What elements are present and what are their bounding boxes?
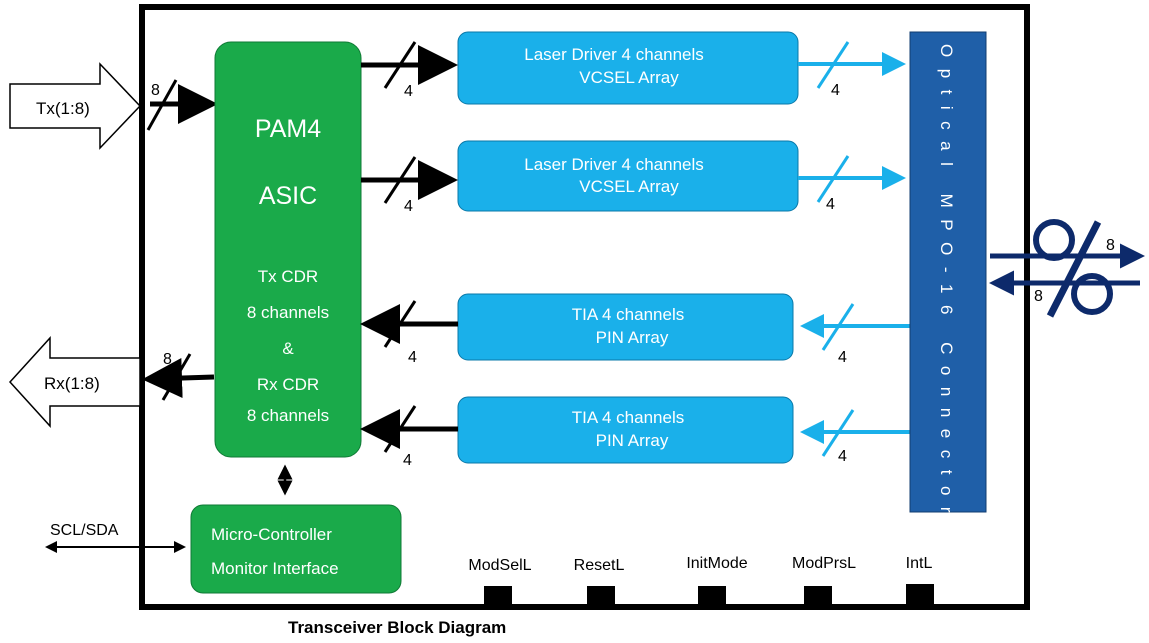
laser-driver-2-line1: Laser Driver 4 channels — [524, 155, 704, 174]
tia-2-line1: TIA 4 channels — [572, 408, 684, 427]
rx-output-slash — [161, 353, 192, 401]
fiber-loop-bottom — [1071, 273, 1113, 315]
laser-1-to-connector-slash — [816, 41, 850, 89]
asic-detail-1: Tx CDR — [258, 267, 318, 286]
tia-1-line2: PIN Array — [596, 328, 669, 347]
connector-to-tia-1-slash — [821, 303, 855, 351]
tia-2-to-asic-slash — [383, 405, 417, 453]
pin-initmode — [698, 586, 726, 606]
asic-subtitle: ASIC — [259, 182, 317, 210]
asic-detail-2: 8 channels — [247, 303, 329, 322]
laser-driver-1-line2: VCSEL Array — [579, 68, 679, 87]
fiber-icon: 8 8 — [989, 219, 1145, 318]
pin-label-intl: IntL — [906, 555, 933, 572]
laser-driver-block-1: Laser Driver 4 channels VCSEL Array — [457, 31, 799, 105]
pin-intl — [906, 584, 934, 606]
asic-to-laser-2-slash — [383, 156, 417, 204]
tx-input-slash — [146, 79, 178, 131]
asic-to-laser-1-slash — [383, 41, 417, 89]
tx-input-lanes: 8 — [151, 82, 160, 99]
connector-label: Optical MPO-16 Connector — [937, 44, 956, 524]
pin-label-modprsl: ModPrsL — [792, 555, 856, 572]
i2c-label: SCL/SDA — [50, 522, 119, 539]
pin-modprsl — [804, 586, 832, 606]
tia-block-2: TIA 4 channels PIN Array — [457, 396, 794, 464]
fiber-loop-top — [1033, 219, 1075, 261]
laser-2-to-connector-lanes: 4 — [826, 196, 835, 213]
pin-label-resetl: ResetL — [574, 557, 625, 574]
micro-line2: Monitor Interface — [211, 559, 339, 578]
laser-driver-block-2: Laser Driver 4 channels VCSEL Array — [457, 140, 799, 212]
asic-to-laser-1-lanes: 4 — [404, 83, 413, 100]
fiber-in-lanes: 8 — [1034, 288, 1043, 305]
pin-label-initmode: InitMode — [686, 555, 747, 572]
laser-2-to-connector-slash — [816, 155, 850, 203]
rx-output-lanes: 8 — [163, 351, 172, 368]
tia-1-to-asic-slash — [383, 300, 417, 348]
asic-detail-4: Rx CDR — [257, 375, 319, 394]
micro-line1: Micro-Controller — [211, 525, 332, 544]
asic-block: PAM4 ASIC Tx CDR 8 channels & Rx CDR 8 c… — [214, 41, 362, 458]
laser-driver-2-line2: VCSEL Array — [579, 177, 679, 196]
connector-to-tia-2-lanes: 4 — [838, 448, 847, 465]
rx-output-bus — [142, 358, 215, 399]
asic-detail-5: 8 channels — [247, 406, 329, 425]
diagram-caption: Transceiver Block Diagram — [288, 618, 506, 637]
asic-title: PAM4 — [255, 115, 321, 143]
connector-to-tia-2-slash — [821, 409, 855, 457]
micro-controller-block: Micro-Controller Monitor Interface — [190, 504, 402, 594]
optical-connector: Optical MPO-16 Connector — [909, 31, 987, 524]
tia-2-to-asic-lanes: 4 — [403, 452, 412, 469]
fiber-out-lanes: 8 — [1106, 237, 1115, 254]
pin-label-modsell: ModSelL — [468, 557, 531, 574]
fiber-slash — [1046, 220, 1102, 318]
tia-block-1: TIA 4 channels PIN Array — [457, 293, 794, 361]
module-outline — [139, 4, 1030, 610]
pin-modsell — [484, 586, 512, 606]
tia-1-to-asic-lanes: 4 — [408, 349, 417, 366]
connector-to-tia-1-lanes: 4 — [838, 349, 847, 366]
pin-resetl — [587, 586, 615, 606]
laser-1-to-connector-lanes: 4 — [831, 82, 840, 99]
tia-2-line2: PIN Array — [596, 431, 669, 450]
rx-output-arrow: Rx(1:8) — [8, 336, 141, 428]
asic-to-laser-2-lanes: 4 — [404, 198, 413, 215]
tia-1-line1: TIA 4 channels — [572, 305, 684, 324]
tx-input-arrow: Tx(1:8) — [9, 62, 142, 150]
rx-output-label: Rx(1:8) — [44, 374, 100, 393]
laser-driver-1-line1: Laser Driver 4 channels — [524, 45, 704, 64]
tx-input-label: Tx(1:8) — [36, 99, 90, 118]
control-pins: ModSelL ResetL InitMode ModPrsL IntL — [468, 555, 934, 606]
asic-detail-3: & — [282, 339, 294, 358]
